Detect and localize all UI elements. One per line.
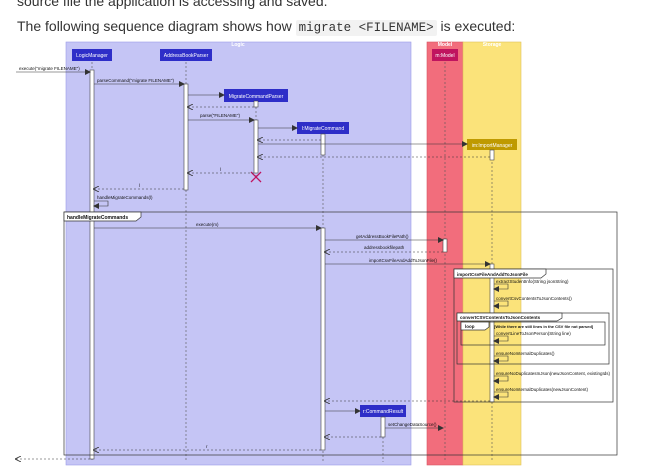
activation-cmd-parser-1 — [253, 100, 259, 108]
activation-cmd-2 — [320, 227, 326, 451]
logic-lane — [65, 41, 412, 466]
msg-return-r-label: r — [206, 444, 208, 449]
msg-import-csv-label: importCsvFileAndAddToJsonFile() — [369, 258, 438, 263]
participant-result-label: r:CommandResult — [363, 409, 404, 415]
frame-handle-migrate-tab — [63, 211, 142, 222]
msg-convert-line-self — [493, 335, 509, 344]
msg-convert-line-label: convertLineToJsonPerson(String line) — [496, 331, 571, 336]
frame-import-csv-tab — [453, 268, 547, 279]
frame-convert-csv-label: convertCSVContentsToJsonContents — [460, 315, 541, 320]
msg-ensure-no-dup-json-self — [493, 375, 509, 384]
previous-paragraph-line: source file the application is accessing… — [17, 0, 328, 9]
participant-cmd — [297, 122, 349, 134]
participant-parser — [160, 49, 212, 61]
msg-ensure-internal-2-label: ensureNoInternalDuplicates(newJsonConten… — [496, 387, 589, 392]
msg-execute-m-label: execute(m) — [196, 222, 219, 227]
model-lane-title: Model — [438, 42, 453, 48]
participant-result — [360, 405, 406, 417]
frame-loop — [460, 321, 606, 346]
msg-parse-label: parse("FILENAME") — [200, 113, 240, 118]
destroy-marker-icon — [250, 171, 262, 183]
intro-text-after: is executed: — [436, 18, 516, 34]
participant-cmd-parser — [224, 89, 288, 102]
participant-parser-label: AddressBookParser — [164, 53, 209, 59]
msg-ensure-internal-1-self — [493, 355, 509, 364]
frame-loop-tab — [460, 321, 490, 331]
frame-convert-csv-tab — [456, 312, 563, 322]
msg-return-l-2-label: l — [139, 183, 140, 188]
msg-execute-label: execute("migrate FILENAME") — [19, 66, 80, 71]
activation-model — [442, 238, 448, 253]
intro-text-before: The following sequence diagram shows how — [17, 18, 296, 34]
participant-logic-manager-label: LogicManager — [76, 53, 108, 59]
msg-extract-label: extractStudentInfo(String jsonString) — [496, 279, 569, 284]
msg-handle-migrate-self — [93, 200, 109, 209]
frame-import-csv-label: importCsvFileAndAddToJsonFile — [457, 272, 528, 277]
intro-paragraph: The following sequence diagram shows how… — [17, 18, 516, 36]
activation-import-manager-2 — [489, 263, 495, 403]
logic-lane-title: Logic — [231, 42, 245, 48]
frame-handle-migrate — [63, 211, 618, 456]
msg-ensure-internal-1-label: ensureNoInternalDuplicates() — [496, 351, 555, 356]
msg-return-l-1-label: l — [220, 167, 221, 172]
activation-parser — [183, 83, 189, 191]
storage-lane-title: Storage — [483, 42, 502, 48]
participant-model — [432, 49, 458, 61]
activation-logic-manager — [89, 69, 95, 460]
participant-cmd-parser-label: MigrateCommandParser — [229, 94, 284, 100]
msg-ensure-internal-2-self — [493, 391, 509, 400]
msg-set-change-label: setChangeDataSource() — [388, 422, 437, 427]
frame-handle-migrate-label: handleMigrateCommands — [67, 215, 128, 221]
activation-cmd-1 — [320, 133, 326, 156]
participant-model-label: m:Model — [435, 53, 454, 59]
msg-path-return-label: addressbookfilepath — [364, 245, 405, 250]
participant-import-manager-label: im:ImportManager — [472, 143, 513, 149]
frame-loop-label: loop — [465, 324, 475, 329]
msg-convert-self — [493, 300, 509, 309]
intro-command-code: migrate <FILENAME> — [295, 20, 437, 36]
msg-extract-self — [493, 283, 509, 292]
frame-loop-guard: [While there are still lines in the CSV … — [494, 324, 594, 329]
msg-handle-migrate-label: handleMigrateCommands(l) — [97, 195, 153, 200]
activation-result — [380, 416, 386, 438]
model-lane — [426, 41, 464, 466]
msg-get-path-label: getAddressBookFilePath() — [356, 234, 409, 239]
activation-cmd-parser-2 — [253, 119, 259, 174]
participant-import-manager — [467, 139, 517, 150]
msg-ensure-no-dup-json-label: ensureNoDuplicatesInJson(newJsonContent,… — [496, 371, 611, 376]
activation-import-manager-1 — [489, 149, 495, 161]
msg-convert-label: convertCsvContentsToJsonContents() — [496, 296, 572, 301]
participant-logic-manager — [72, 49, 112, 61]
msg-parse-command-label: parseCommand("migrate FILENAME") — [97, 78, 174, 83]
participant-cmd-label: l:MigrateCommand — [302, 126, 344, 132]
